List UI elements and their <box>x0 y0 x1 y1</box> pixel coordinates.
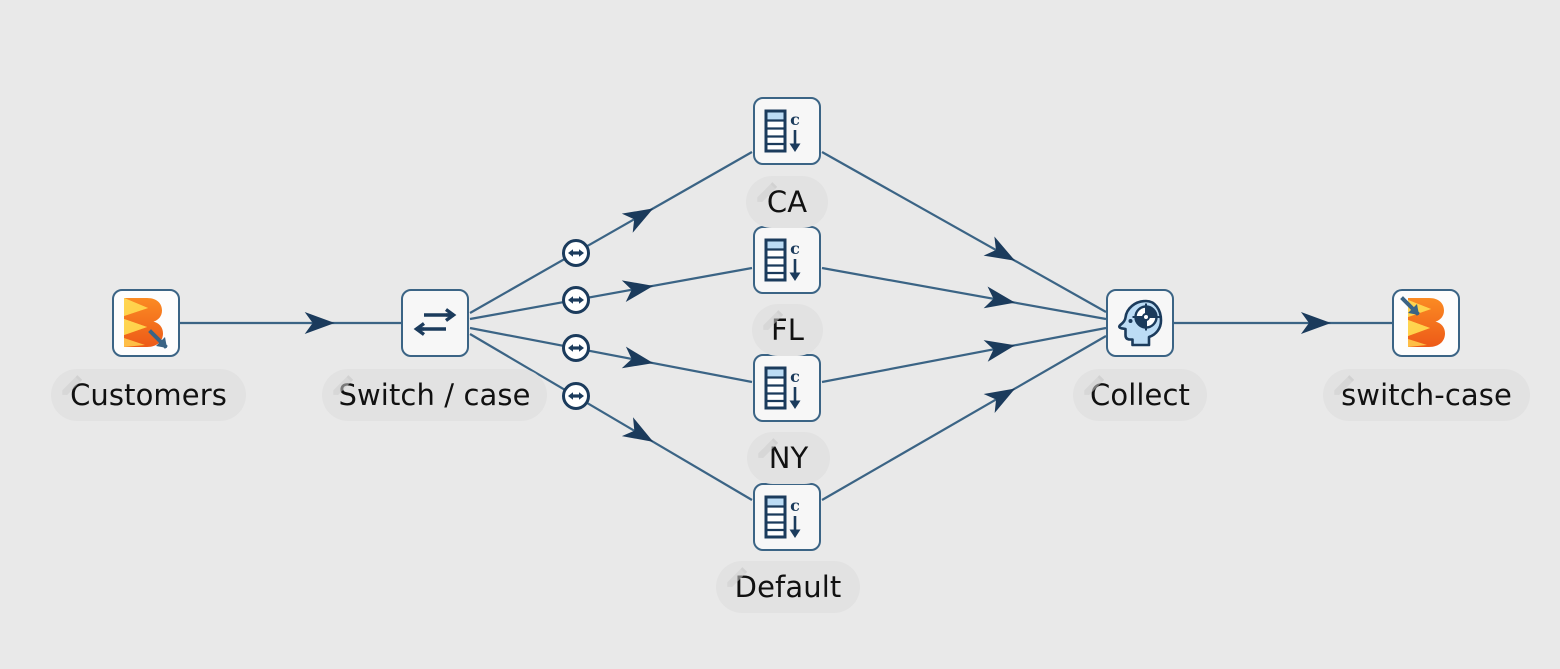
branch-badge-default[interactable] <box>561 382 590 411</box>
node-label-branch-ny[interactable]: NY <box>747 432 830 484</box>
switch-arrows-icon <box>413 308 457 336</box>
svg-text:c: c <box>790 496 800 515</box>
node-label-text-switch-case: Switch / case <box>338 377 531 412</box>
double-arrow-horizontal-icon <box>567 344 584 352</box>
branch-badge-ny[interactable] <box>561 334 590 363</box>
node-switch-case-output[interactable] <box>1392 289 1460 357</box>
node-customers[interactable] <box>112 289 180 357</box>
column-sort-icon: c <box>764 495 801 539</box>
node-branch-ca[interactable]: c <box>753 97 821 165</box>
edge-branch-ny-to-collect[interactable] <box>821 326 1107 384</box>
edge-arrowhead-collect-to-switch-case-output <box>1300 312 1331 334</box>
column-sort-icon: c <box>764 366 801 410</box>
node-switch-case[interactable] <box>401 289 469 357</box>
head-target-icon <box>1117 299 1163 347</box>
node-collect[interactable] <box>1106 289 1174 357</box>
edge-arrowhead-customers-to-switch-case <box>304 312 335 334</box>
edge-arrowhead-switch-case-to-branch-ny <box>621 346 654 369</box>
double-arrow-horizontal-icon <box>567 392 584 400</box>
node-branch-default[interactable]: c <box>753 483 821 551</box>
svg-text:c: c <box>790 367 800 386</box>
node-label-branch-ca[interactable]: CA <box>746 176 828 228</box>
edge-branch-ca-to-collect[interactable] <box>821 151 1107 313</box>
edge-arrowhead-switch-case-to-branch-fl <box>621 280 654 303</box>
knime-table-source-icon <box>124 298 168 349</box>
edge-arrowhead-branch-ca-to-collect <box>983 236 1016 261</box>
node-branch-ny[interactable]: c <box>753 354 821 422</box>
node-label-text-branch-ny: NY <box>768 440 809 475</box>
node-branch-fl[interactable]: c <box>753 226 821 294</box>
edge-switch-case-to-branch-ca[interactable] <box>469 151 753 314</box>
node-label-switch-case[interactable]: Switch / case <box>322 369 547 421</box>
node-label-text-branch-ca: CA <box>766 184 808 219</box>
node-label-text-collect: Collect <box>1090 377 1190 412</box>
double-arrow-horizontal-icon <box>567 296 584 304</box>
edge-arrowhead-switch-case-to-branch-ca <box>621 208 654 233</box>
double-arrow-horizontal-icon <box>567 248 584 257</box>
svg-text:c: c <box>790 239 800 258</box>
edge-branch-default-to-collect[interactable] <box>821 335 1107 501</box>
node-label-branch-fl[interactable]: FL <box>752 304 823 356</box>
branch-badge-fl[interactable] <box>561 285 590 314</box>
node-label-text-branch-fl: FL <box>770 312 805 347</box>
svg-text:c: c <box>790 110 800 129</box>
node-label-customers[interactable]: Customers <box>51 369 246 421</box>
node-label-text-branch-default: Default <box>734 569 842 604</box>
knime-table-sink-icon <box>1400 296 1445 347</box>
column-sort-icon: c <box>764 238 801 282</box>
edge-arrowhead-branch-default-to-collect <box>983 388 1016 414</box>
node-label-collect[interactable]: Collect <box>1073 369 1207 421</box>
edge-arrowhead-switch-case-to-branch-default <box>621 417 654 442</box>
edge-switch-case-to-branch-fl[interactable] <box>469 266 753 321</box>
column-sort-icon: c <box>764 109 801 153</box>
edge-branch-fl-to-collect[interactable] <box>821 266 1107 321</box>
edge-arrowhead-branch-fl-to-collect <box>983 286 1016 309</box>
branch-badge-ca[interactable] <box>561 238 590 267</box>
node-label-branch-default[interactable]: Default <box>716 561 860 613</box>
node-label-switch-case-output[interactable]: switch-case <box>1323 369 1530 421</box>
node-label-text-switch-case-output: switch-case <box>1341 377 1512 412</box>
node-label-text-customers: Customers <box>70 377 227 412</box>
edge-arrowhead-branch-ny-to-collect <box>983 340 1016 362</box>
